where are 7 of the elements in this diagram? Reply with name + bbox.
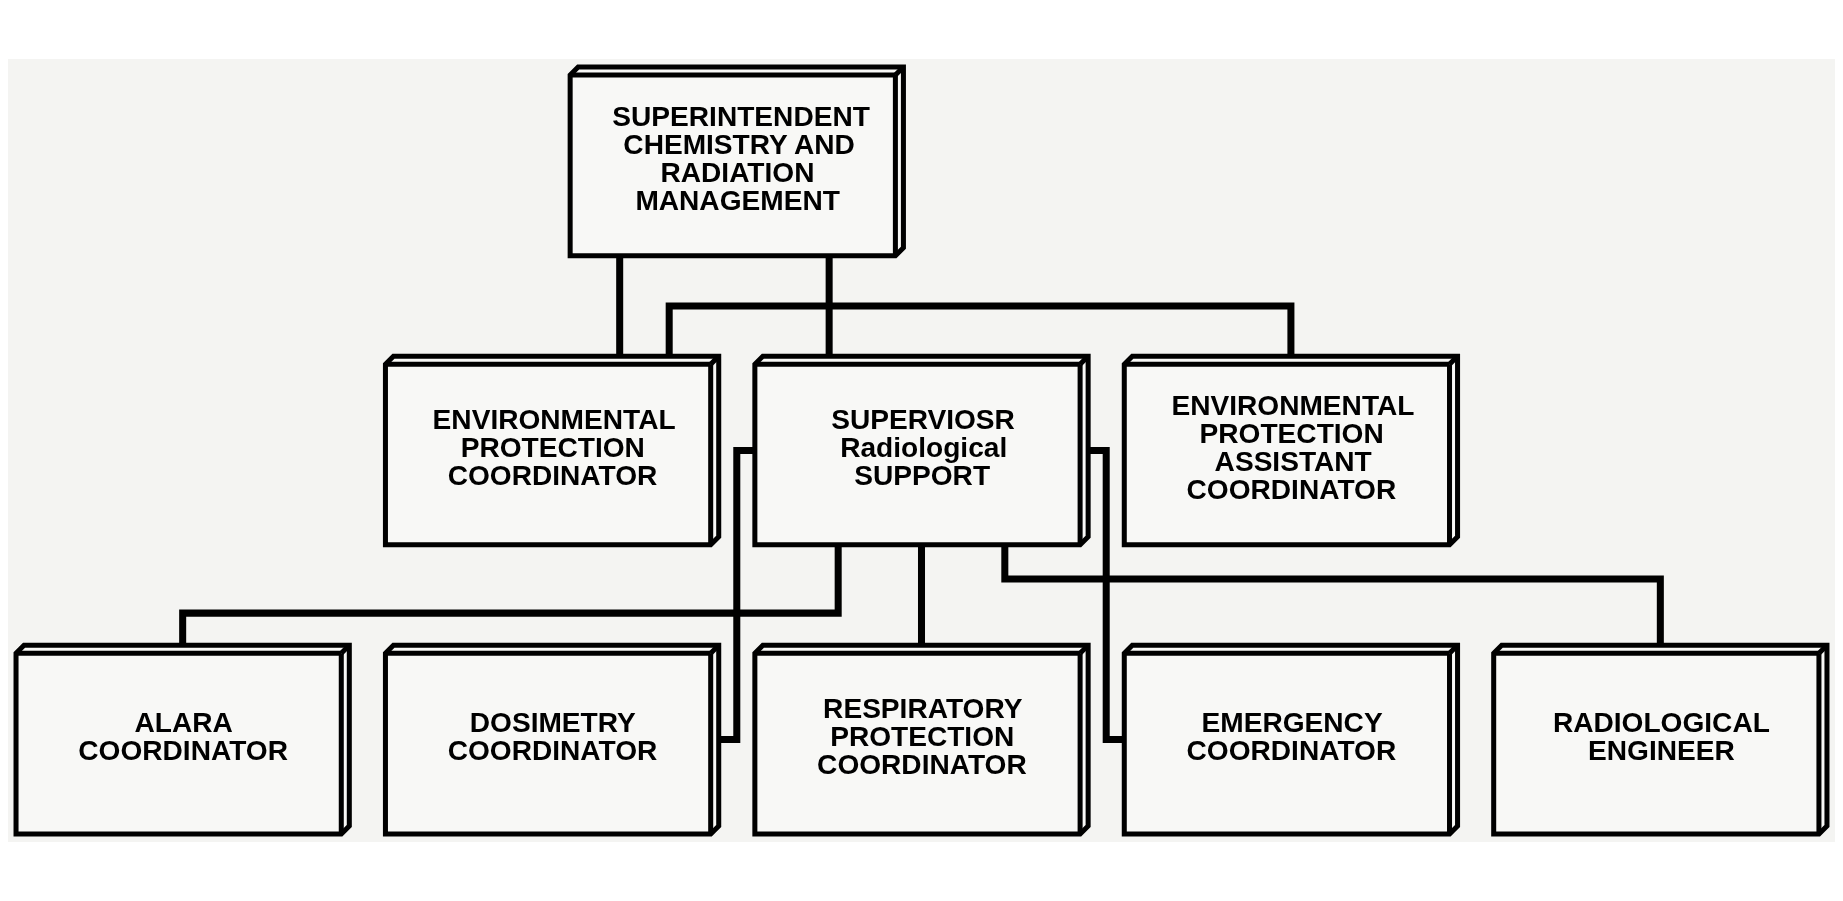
connector	[616, 256, 624, 356]
connector	[918, 545, 925, 645]
connector	[665, 302, 1295, 356]
connector	[179, 545, 842, 646]
connector	[1088, 447, 1124, 744]
connector	[719, 447, 755, 744]
connector	[825, 256, 833, 356]
